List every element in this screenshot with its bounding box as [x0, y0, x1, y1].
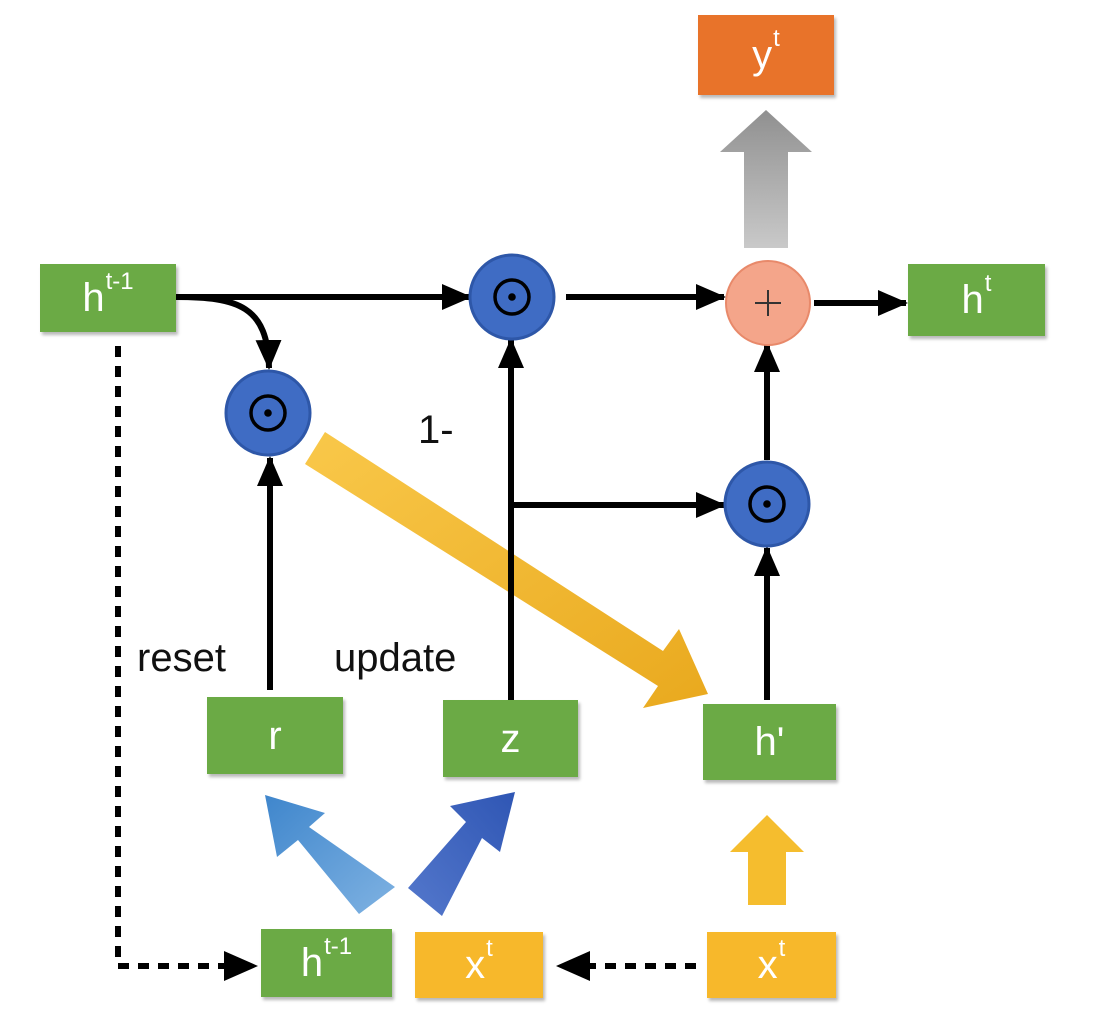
node-h-out-base: h [961, 278, 984, 322]
node-h-prev-top-base: h [82, 276, 105, 320]
label-update: update [334, 636, 457, 680]
node-x-mid-base: x [465, 943, 486, 987]
update-input-arrow-blue [408, 792, 515, 916]
reset-input-arrow-blue [265, 795, 395, 914]
plus-op [725, 260, 811, 346]
candidate-diagonal-arrow [305, 432, 708, 708]
node-x-right-sup: t [778, 935, 786, 962]
node-x-right-base: x [757, 943, 778, 987]
node-r: r [207, 697, 343, 774]
arrow-hprev-to-reset-hadamard [175, 294, 282, 370]
label-reset: reset [137, 636, 226, 680]
input-up-arrow-yellow [730, 815, 804, 905]
node-h-candidate: h' [703, 704, 836, 780]
node-x-mid-sup: t [486, 935, 493, 962]
node-y-base: y [752, 33, 773, 77]
dashed-arrowhead-left [556, 951, 590, 981]
hadamard-op-right [723, 460, 811, 548]
node-h-prev-bottom-sup: t-1 [324, 933, 353, 960]
node-h-candidate-label: h' [754, 720, 785, 764]
label-one-minus: 1- [418, 408, 454, 452]
node-h-prev-top-sup: t-1 [105, 268, 134, 295]
dashed-arrowhead-right [224, 951, 258, 981]
node-z: z [443, 700, 578, 777]
node-y-sup: t [773, 25, 780, 52]
hadamard-op-reset [224, 369, 312, 457]
dashed-hprev-loop [115, 346, 224, 969]
node-h-prev-bottom-base: h [300, 941, 324, 985]
output-arrow-gray [720, 110, 812, 248]
node-z-label: z [500, 716, 521, 761]
hadamard-op-top [468, 253, 556, 341]
node-h-out-sup: t [984, 270, 992, 297]
node-r-label: r [268, 713, 282, 758]
